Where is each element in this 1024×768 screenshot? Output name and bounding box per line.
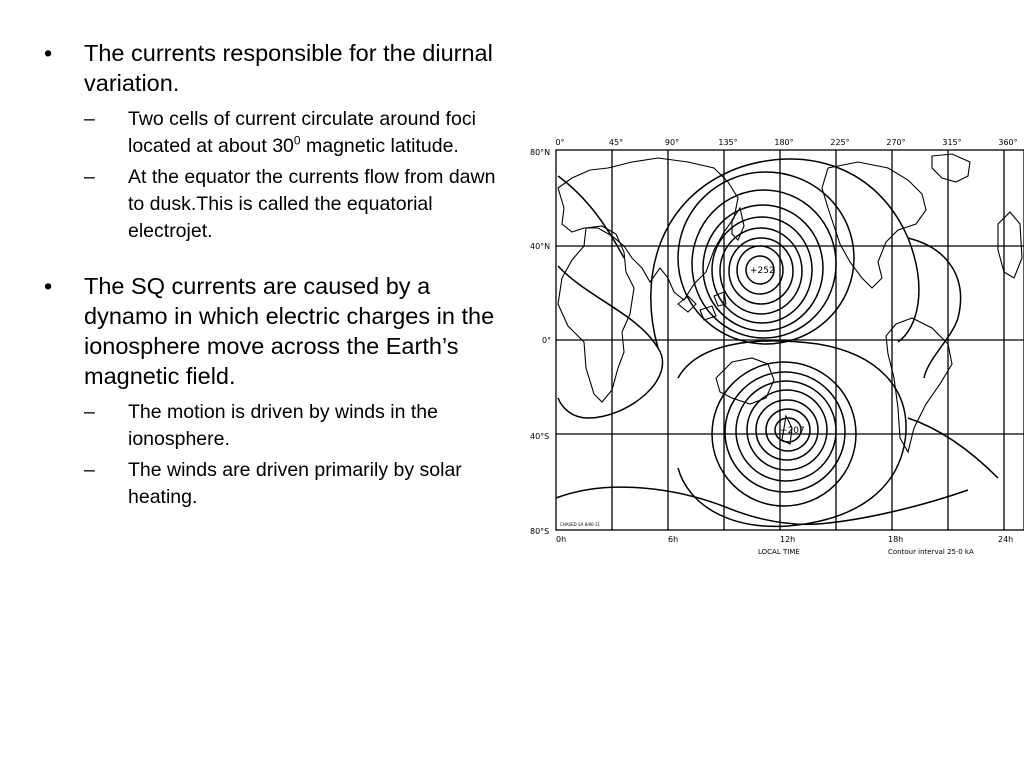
north-contour-3 <box>728 237 794 305</box>
longitude-label-225: 225° <box>830 138 849 147</box>
south-contour-4 <box>746 389 828 471</box>
coastline-new-zealand <box>781 414 793 445</box>
south-contour-1 <box>774 417 802 443</box>
south-focus-value: −207 <box>780 426 805 436</box>
south-contour-5 <box>735 380 837 482</box>
north-contour-5 <box>711 216 813 324</box>
bullet-2-text: The SQ currents are caused by a dynamo i… <box>84 273 495 389</box>
latitude-label-40n: 40°N <box>530 242 550 251</box>
south-contour-7 <box>711 361 857 507</box>
sub-bullet-1-2-text: At the equator the currents flow from da… <box>128 166 496 242</box>
north-focus-value: +252 <box>750 266 775 276</box>
longitude-label-0: 0° <box>555 138 564 147</box>
coastline-north-america <box>821 161 927 289</box>
eastern-contour <box>907 237 962 379</box>
longitude-label-360: 360° <box>998 138 1017 147</box>
coastline-south-america <box>885 317 953 454</box>
north-contour-9 <box>650 158 920 349</box>
longitude-label-180: 180° <box>774 138 793 147</box>
bullet-1-text: The currents responsible for the diurnal… <box>84 40 493 96</box>
south-contour-8 <box>677 340 907 528</box>
sub-bullet-1-1: – Two cells of current circulate around … <box>84 106 496 160</box>
slide-text: • The currents responsible for the diurn… <box>44 38 496 511</box>
coastline-eurasia <box>557 157 739 301</box>
sub-bullet-1-1-mark: – <box>84 108 95 130</box>
sq-current-map-figure: 0° 45° 90° 135° 180° 225° 270° 315° 360°… <box>528 128 1024 564</box>
longitude-label-315: 315° <box>942 138 961 147</box>
bullet-2-sub-list: – The motion is driven by winds in the i… <box>84 399 496 511</box>
figure-stamp: CHASED SA 8/80-11 <box>560 522 601 527</box>
south-contour-3 <box>755 399 819 461</box>
north-contour-6 <box>702 204 824 332</box>
sub-bullet-2-2-text: The winds are driven primarily by solar … <box>128 459 462 508</box>
sub-bullet-1-1-superscript: 0 <box>293 133 301 148</box>
sq-current-map: 0° 45° 90° 135° 180° 225° 270° 315° 360°… <box>530 138 1024 556</box>
north-contour-4 <box>719 227 803 315</box>
south-contours <box>677 340 907 528</box>
longitude-label-270: 270° <box>886 138 905 147</box>
north-contour-7 <box>691 189 837 339</box>
north-contour-1 <box>745 255 775 285</box>
sub-bullet-1-1-after: magnetic latitude. <box>300 135 459 157</box>
sub-bullet-1-2: – At the equator the currents flow from … <box>84 164 496 245</box>
southern-contour <box>555 486 969 526</box>
bullet-1-sub-list: – Two cells of current circulate around … <box>84 106 496 245</box>
time-label-24h: 24h <box>998 535 1013 544</box>
sub-bullet-2-1-mark: – <box>84 401 95 423</box>
north-contour-8 <box>677 171 855 345</box>
eastern-south-contour <box>907 417 999 479</box>
coastline-australia <box>715 357 775 405</box>
time-label-12h: 12h <box>780 535 795 544</box>
south-contour-6 <box>724 371 846 493</box>
contour-interval-label: Contour interval 25·0 kA <box>888 548 974 556</box>
northwest-contour <box>557 175 625 259</box>
sub-bullet-2-2-mark: – <box>84 459 95 481</box>
latitude-label-80s: 80°S <box>530 527 549 536</box>
south-contour-2 <box>765 408 811 452</box>
sub-bullet-2-1-text: The motion is driven by winds in the ion… <box>128 401 438 450</box>
time-label-6h: 6h <box>668 535 678 544</box>
sub-bullet-1-2-mark: – <box>84 166 95 188</box>
current-contours <box>555 158 999 528</box>
north-contour-2 <box>736 245 784 295</box>
longitude-label-90: 90° <box>665 138 679 147</box>
longitude-label-45: 45° <box>609 138 623 147</box>
bullet-2-mark: • <box>44 273 53 299</box>
coastline-africa-east-edge <box>997 211 1023 279</box>
coastline-greenland <box>931 153 971 183</box>
longitude-label-135: 135° <box>718 138 737 147</box>
western-contour <box>557 265 664 419</box>
north-contours <box>650 158 920 349</box>
bullet-1-mark: • <box>44 40 53 66</box>
sub-bullet-1-1-text: Two cells of current circulate around fo… <box>128 108 476 157</box>
latitude-label-80n: 80°N <box>530 148 550 157</box>
time-label-0h: 0h <box>556 535 566 544</box>
latitude-label-40s: 40°S <box>530 432 549 441</box>
bullet-1: • The currents responsible for the diurn… <box>44 38 496 245</box>
sub-bullet-2-1: – The motion is driven by winds in the i… <box>84 399 496 453</box>
sub-bullet-2-2: – The winds are driven primarily by sola… <box>84 457 496 511</box>
latitude-label-equator: 0° <box>542 336 551 345</box>
local-time-label: LOCAL TIME <box>758 548 800 556</box>
time-label-18h: 18h <box>888 535 903 544</box>
bullet-2: • The SQ currents are caused by a dynamo… <box>44 271 496 511</box>
